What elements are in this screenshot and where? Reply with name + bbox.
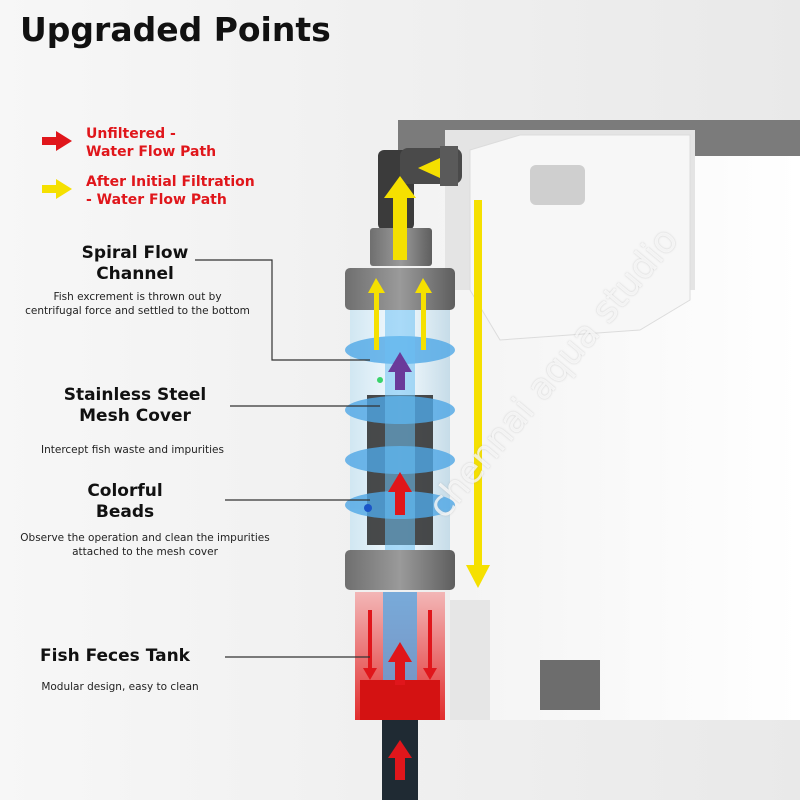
feature-desc-tank: Modular design, easy to clean: [41, 681, 199, 693]
filter-box: [398, 120, 800, 720]
purple-arrow: [388, 352, 412, 390]
page-title: Upgraded Points: [20, 10, 331, 49]
yellow-flow-arrows: [368, 158, 490, 588]
feature-title-spiral: Spiral Flow Channel: [81, 243, 189, 284]
leader-lines: [195, 259, 380, 658]
feature-title-beads: Colorful Beads: [87, 481, 163, 522]
top-cap: [345, 268, 455, 310]
legend-label-unfiltered: Unfiltered - Water Flow Path: [86, 126, 217, 160]
red-flow-arrows: [363, 472, 437, 780]
feature-desc-spiral: Fish excrement is thrown out by centrifu…: [25, 291, 250, 317]
feature-desc-beads: Observe the operation and clean the impu…: [20, 532, 270, 558]
mid-cap: [345, 550, 455, 590]
yellow-arrow-icon: [42, 179, 72, 199]
red-arrow-icon: [42, 131, 72, 151]
legend-label-filtered: After Initial Filtration - Water Flow Pa…: [86, 174, 255, 208]
feature-title-mesh: Stainless Steel Mesh Cover: [63, 385, 207, 426]
legend-unfiltered: Unfiltered - Water Flow Path: [42, 125, 216, 161]
feature-title-tank: Fish Feces Tank: [40, 646, 190, 666]
legend-filtered: After Initial Filtration - Water Flow Pa…: [42, 173, 255, 209]
feature-desc-mesh: Intercept fish waste and impurities: [40, 444, 224, 456]
